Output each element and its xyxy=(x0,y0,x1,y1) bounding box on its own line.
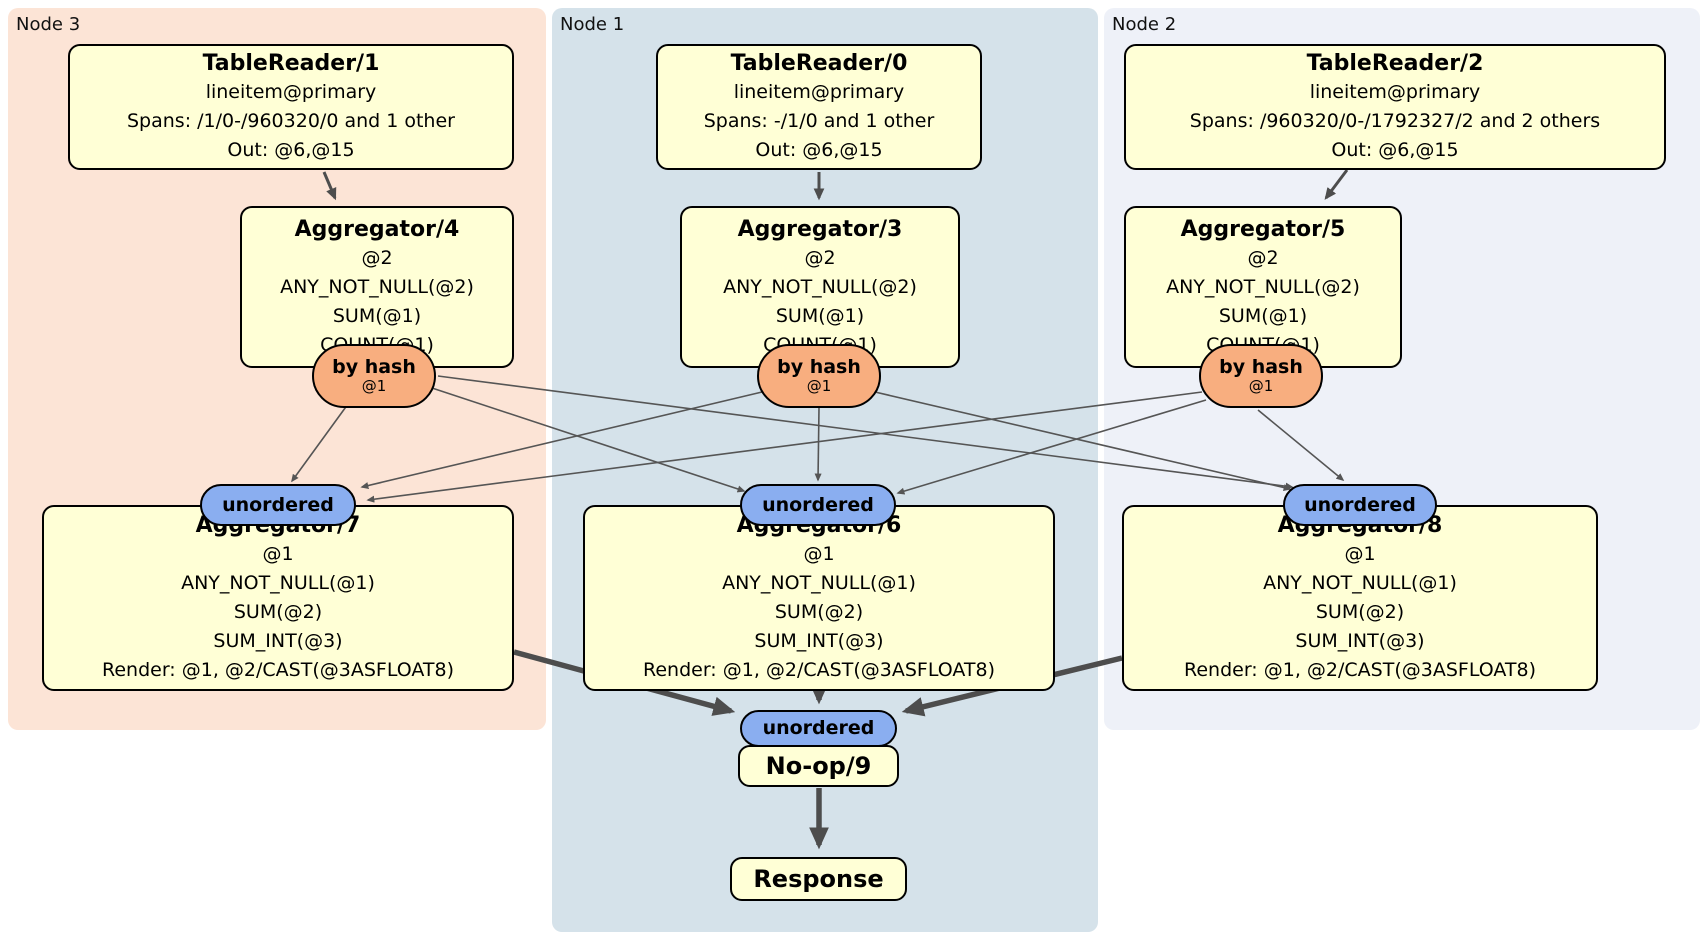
processor-aggregator-6: Aggregator/6 @1 ANY_NOT_NULL(@1) SUM(@2)… xyxy=(583,505,1055,691)
processor-detail: ANY_NOT_NULL(@1) xyxy=(722,572,916,594)
processor-title: Response xyxy=(753,865,884,893)
processor-detail: ANY_NOT_NULL(@2) xyxy=(280,275,474,298)
processor-detail: lineitem@primary xyxy=(733,81,905,103)
processor-detail: Spans: /960320/0-/1792327/2 and 2 others xyxy=(1189,110,1601,132)
processor-detail: Out: @6,@15 xyxy=(755,139,883,161)
processor-detail: Render: @1, @2/CAST(@3ASFLOAT8) xyxy=(1184,659,1536,681)
processor-detail: ANY_NOT_NULL(@2) xyxy=(723,275,917,298)
processor-detail: SUM(@1) xyxy=(775,304,865,327)
unordered-sync-label: unordered xyxy=(222,493,334,516)
processor-tablereader-1: TableReader/1 lineitem@primary Spans: /1… xyxy=(68,44,514,170)
processor-title: TableReader/1 xyxy=(202,51,380,76)
processor-detail: SUM(@2) xyxy=(774,601,864,623)
node2-label: Node 2 xyxy=(1112,14,1177,35)
unordered-sync-label: unordered xyxy=(1304,493,1416,516)
processor-title: TableReader/2 xyxy=(1306,51,1484,76)
processor-aggregator-3: Aggregator/3 @2 ANY_NOT_NULL(@2) SUM(@1)… xyxy=(680,206,960,368)
unordered-sync-label: unordered xyxy=(762,493,874,516)
processor-detail: @1 xyxy=(803,543,835,565)
processor-detail: @2 xyxy=(361,246,393,269)
hash-router-label: by hash xyxy=(1219,356,1303,378)
processor-detail: SUM(@1) xyxy=(332,304,422,327)
hash-router-label: by hash xyxy=(332,356,416,378)
processor-detail: @1 xyxy=(262,543,294,565)
processor-title: Aggregator/4 xyxy=(294,216,460,242)
processor-detail: @2 xyxy=(1247,246,1279,269)
unordered-sync-node1: unordered xyxy=(740,484,896,526)
processor-detail: @1 xyxy=(1344,543,1376,565)
hash-router-node2: by hash @1 xyxy=(1199,344,1323,408)
hash-router-columns: @1 xyxy=(806,377,832,395)
processor-detail: SUM(@2) xyxy=(233,601,323,623)
processor-detail: SUM_INT(@3) xyxy=(754,630,884,652)
processor-tablereader-0: TableReader/0 lineitem@primary Spans: -/… xyxy=(656,44,982,170)
processor-detail: SUM(@2) xyxy=(1315,601,1405,623)
unordered-sync-node2: unordered xyxy=(1283,484,1437,526)
hash-router-columns: @1 xyxy=(1248,377,1274,395)
unordered-sync-final: unordered xyxy=(740,710,897,747)
response-box: Response xyxy=(730,857,907,901)
processor-detail: ANY_NOT_NULL(@2) xyxy=(1166,275,1360,298)
processor-detail: lineitem@primary xyxy=(205,81,377,103)
processor-title: TableReader/0 xyxy=(730,51,908,76)
processor-tablereader-2: TableReader/2 lineitem@primary Spans: /9… xyxy=(1124,44,1666,170)
processor-title: Aggregator/3 xyxy=(737,216,903,242)
processor-detail: Render: @1, @2/CAST(@3ASFLOAT8) xyxy=(102,659,454,681)
hash-router-node3: by hash @1 xyxy=(312,344,436,408)
processor-detail: @2 xyxy=(804,246,836,269)
unordered-sync-node3: unordered xyxy=(200,484,356,526)
processor-detail: ANY_NOT_NULL(@1) xyxy=(1263,572,1457,594)
processor-detail: SUM_INT(@3) xyxy=(213,630,343,652)
hash-router-node1: by hash @1 xyxy=(757,344,881,408)
processor-detail: ANY_NOT_NULL(@1) xyxy=(181,572,375,594)
processor-detail: Render: @1, @2/CAST(@3ASFLOAT8) xyxy=(643,659,995,681)
processor-detail: Out: @6,@15 xyxy=(227,139,355,161)
processor-detail: SUM(@1) xyxy=(1218,304,1308,327)
processor-detail: lineitem@primary xyxy=(1309,81,1481,103)
processor-noop-9: No-op/9 xyxy=(738,745,899,787)
processor-detail: SUM_INT(@3) xyxy=(1295,630,1425,652)
processor-detail: Out: @6,@15 xyxy=(1331,139,1459,161)
processor-title: No-op/9 xyxy=(765,752,872,780)
processor-title: Aggregator/5 xyxy=(1180,216,1346,242)
processor-detail: Spans: -/1/0 and 1 other xyxy=(703,110,935,132)
processor-aggregator-8: Aggregator/8 @1 ANY_NOT_NULL(@1) SUM(@2)… xyxy=(1122,505,1598,691)
unordered-sync-label: unordered xyxy=(762,717,875,739)
node1-label: Node 1 xyxy=(560,14,625,35)
processor-aggregator-5: Aggregator/5 @2 ANY_NOT_NULL(@2) SUM(@1)… xyxy=(1124,206,1402,368)
node3-label: Node 3 xyxy=(16,14,81,35)
hash-router-columns: @1 xyxy=(361,377,387,395)
processor-aggregator-7: Aggregator/7 @1 ANY_NOT_NULL(@1) SUM(@2)… xyxy=(42,505,514,691)
processor-detail: Spans: /1/0-/960320/0 and 1 other xyxy=(127,110,455,132)
hash-router-label: by hash xyxy=(777,356,861,378)
